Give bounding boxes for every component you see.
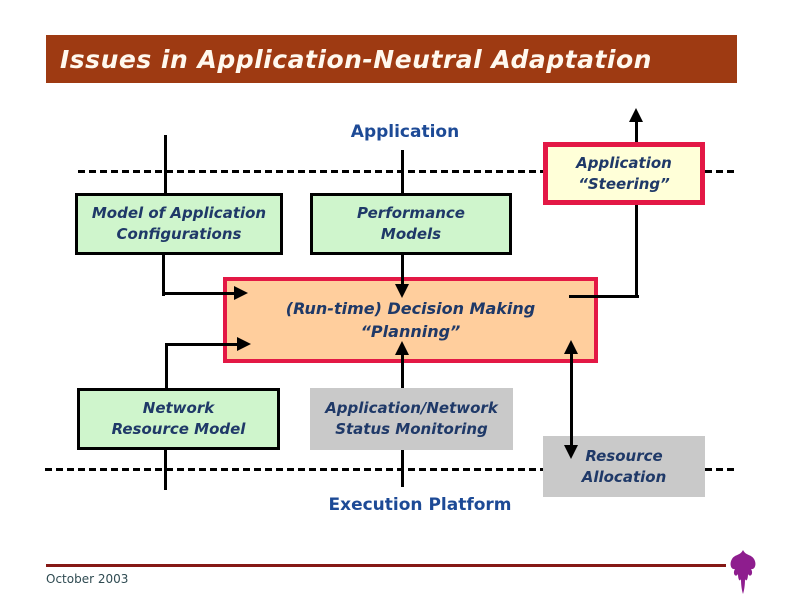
- box-label-line: “Steering”: [578, 174, 670, 193]
- box-label-line: “Planning”: [360, 322, 461, 341]
- box-label-line: Performance: [357, 204, 465, 222]
- box-label-line: Resource Model: [111, 420, 246, 438]
- dashed-line-application-boundary: [78, 170, 735, 173]
- execution-platform-label: Execution Platform: [328, 495, 512, 515]
- connector-model-to-decision: [162, 292, 236, 295]
- connector-application-to-model: [164, 135, 167, 193]
- connector-decision-out-right: [569, 295, 639, 298]
- page-title: Issues in Application-Neutral Adaptation: [60, 44, 652, 74]
- connector-network-to-decision: [165, 343, 239, 346]
- purple-flame-logo-icon: [730, 550, 756, 594]
- box-label-line: Application: [576, 153, 672, 172]
- decision-making-box: (Run-time) Decision Making “Planning”: [223, 277, 598, 363]
- performance-models-box: Performance Models: [310, 193, 512, 255]
- connector-decision-to-steering: [635, 120, 638, 298]
- arrowhead-right-model-icon: [234, 286, 248, 300]
- connector-network-up: [165, 346, 168, 388]
- box-label-line: Network: [142, 399, 215, 417]
- arrowhead-up-decision-icon: [564, 340, 578, 354]
- status-monitoring-box: Application/Network Status Monitoring: [310, 388, 513, 450]
- connector-model-down: [162, 255, 165, 296]
- footer-date: October 2003: [46, 572, 129, 586]
- box-label-line: Models: [380, 225, 442, 243]
- box-label-line: Allocation: [581, 467, 667, 486]
- title-bar: Issues in Application-Neutral Adaptation: [46, 35, 737, 83]
- dashed-line-platform-boundary: [45, 468, 735, 471]
- box-label-line: (Run-time) Decision Making: [285, 299, 536, 318]
- box-label-line: Model of Application: [91, 204, 267, 222]
- box-label-line: Resource: [585, 446, 663, 465]
- arrowhead-down-resource-icon: [564, 445, 578, 459]
- application-steering-box: Application “Steering”: [543, 142, 705, 205]
- box-label-line: Application/Network: [325, 399, 498, 417]
- connector-status-to-decision: [401, 352, 404, 388]
- arrowhead-right-network-icon: [237, 337, 251, 351]
- box-label-line: Status Monitoring: [335, 420, 488, 438]
- connector-status-to-platform: [401, 450, 404, 487]
- arrowhead-down-performance-icon: [395, 284, 409, 298]
- arrowhead-up-status-icon: [395, 341, 409, 355]
- connector-decision-resource-bidirectional: [570, 350, 573, 450]
- model-of-application-configurations-box: Model of Application Configurations: [75, 193, 283, 255]
- connector-application-to-performance: [401, 150, 404, 194]
- arrowhead-up-steering-icon: [629, 108, 643, 122]
- connector-performance-to-decision: [401, 255, 404, 287]
- box-label-line: Configurations: [116, 225, 242, 243]
- footer-divider: [46, 564, 726, 567]
- network-resource-model-box: Network Resource Model: [77, 388, 280, 450]
- application-label: Application: [350, 122, 460, 142]
- connector-network-to-platform: [164, 450, 167, 490]
